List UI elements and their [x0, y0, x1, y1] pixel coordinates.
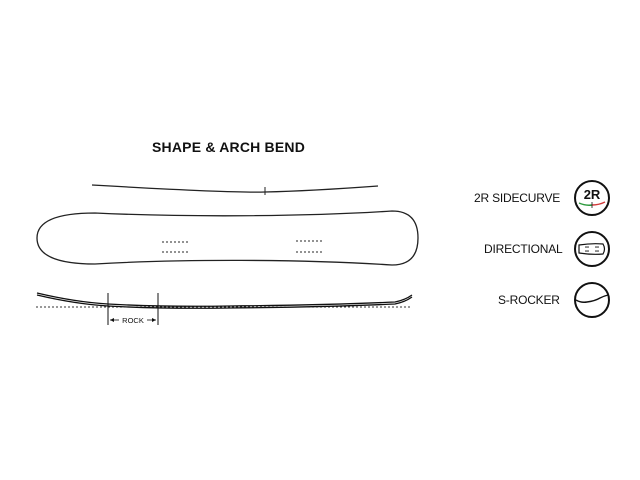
rocker-profile — [36, 292, 413, 309]
arch-bend-profile — [91, 184, 379, 195]
2r-sidecurve-icon-text: 2R — [584, 187, 601, 202]
2r-sidecurve-icon: 2R — [574, 180, 610, 216]
rear-insert-holes — [296, 240, 322, 253]
diagram-title: SHAPE & ARCH BEND — [152, 139, 306, 155]
feature-label-s-rocker: S-ROCKER — [498, 293, 560, 307]
front-insert-holes — [162, 241, 188, 253]
rock-label: ROCK — [122, 316, 144, 325]
board-shape-outline — [36, 210, 419, 266]
feature-label-directional: DIRECTIONAL — [484, 242, 563, 256]
feature-label-2r-sidecurve: 2R SIDECURVE — [474, 191, 561, 205]
rock-dimension-marker: ROCK — [107, 293, 159, 325]
s-rocker-icon — [574, 282, 610, 318]
directional-icon — [574, 231, 610, 267]
